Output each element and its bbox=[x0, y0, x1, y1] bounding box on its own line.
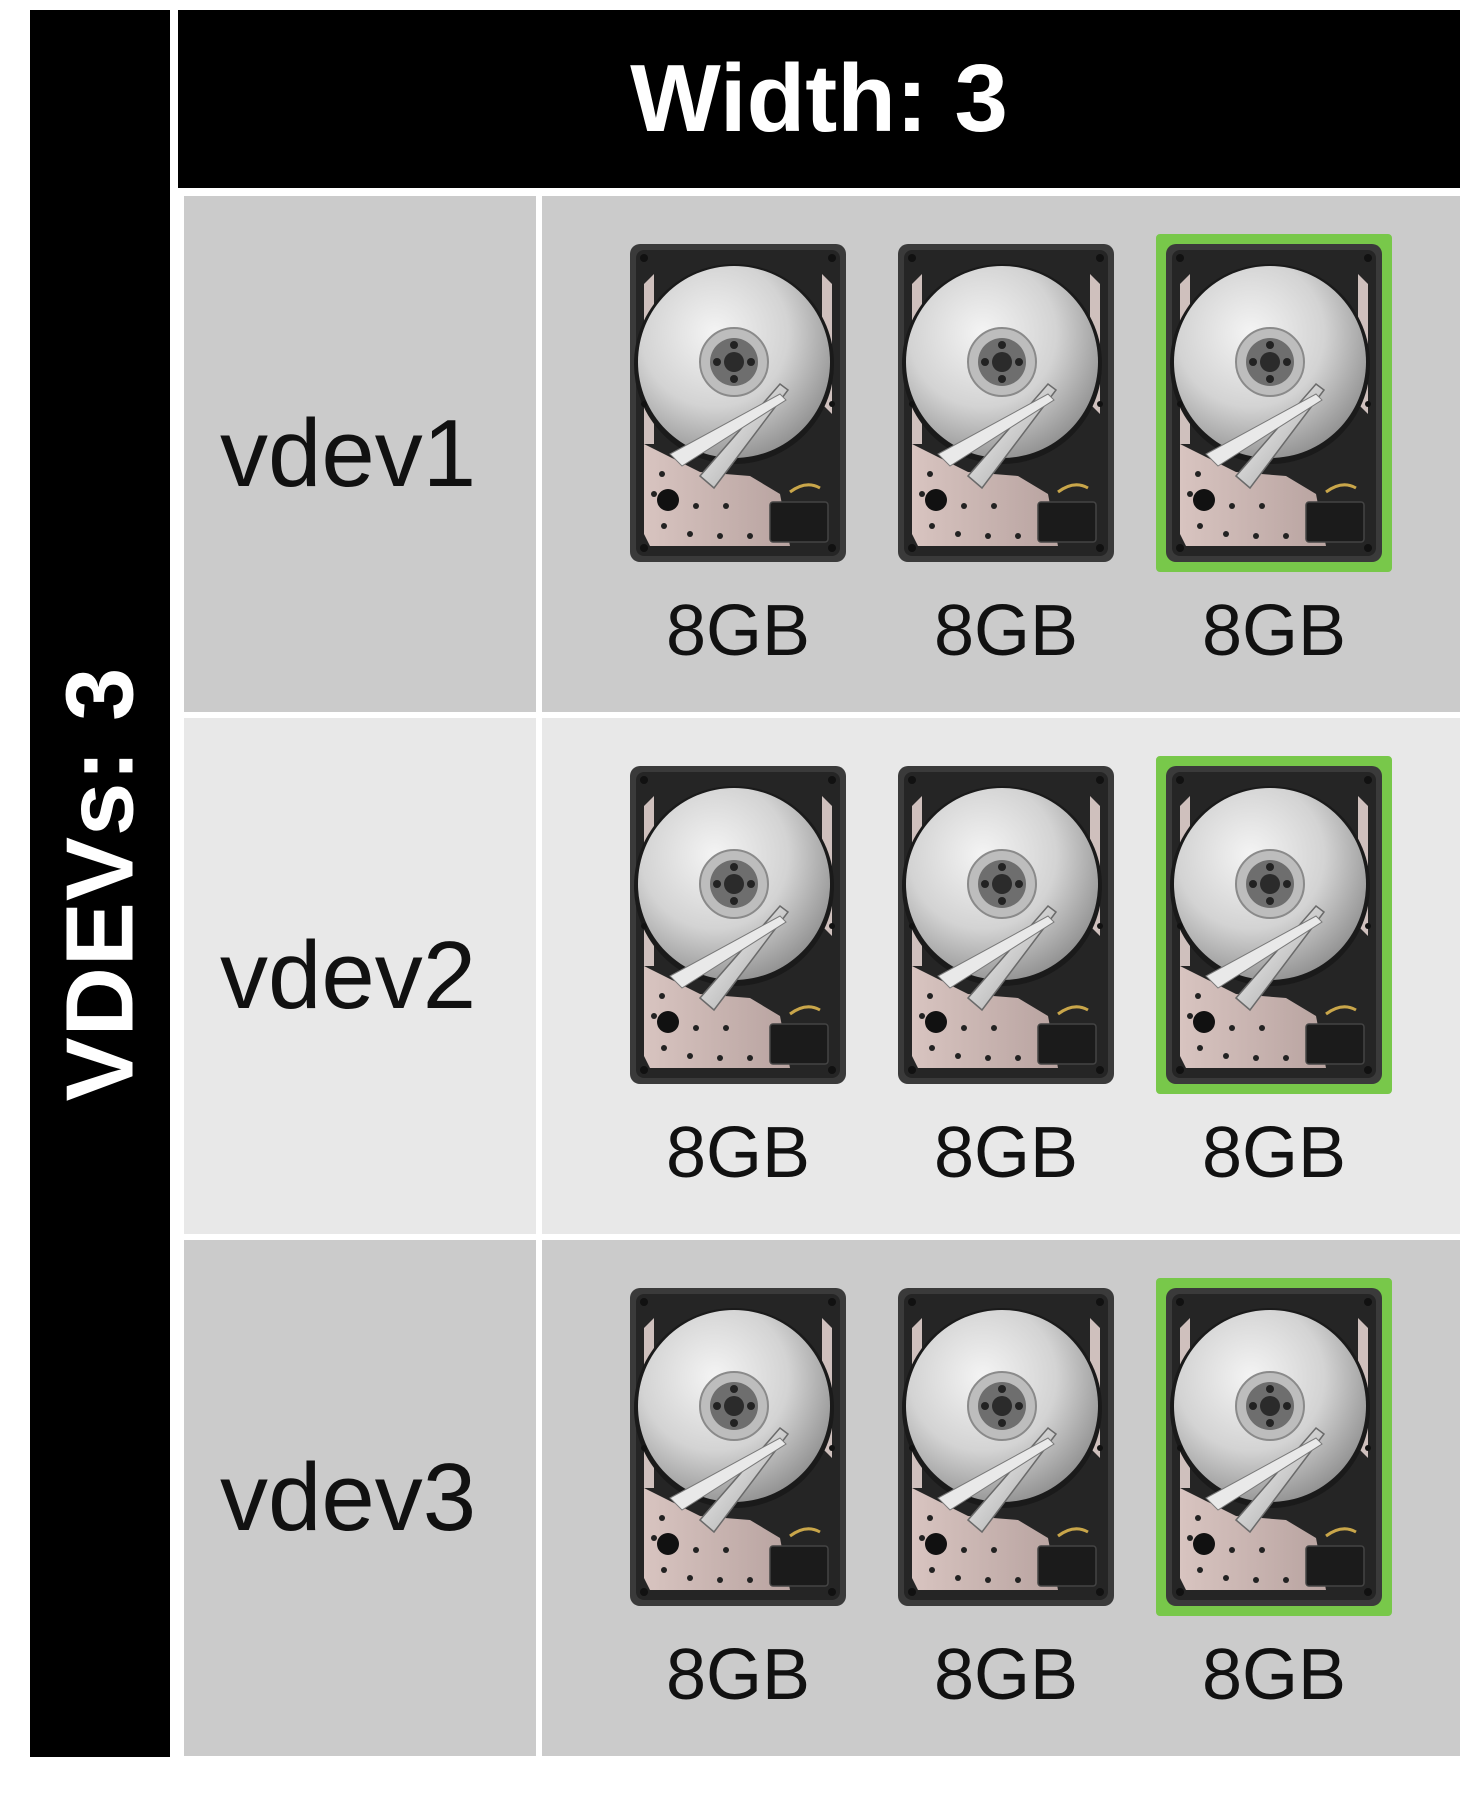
width-label: Width: 3 bbox=[630, 45, 1008, 152]
hard-drive: 8GB bbox=[888, 234, 1124, 674]
hard-drive: 8GB bbox=[620, 234, 856, 674]
hard-drive-icon bbox=[898, 766, 1114, 1084]
vdev-name: vdev2 bbox=[220, 922, 477, 1029]
hard-drive-icon bbox=[898, 244, 1114, 562]
vdev-label-cell: vdev1 bbox=[184, 196, 536, 712]
hard-drive-icon bbox=[1166, 244, 1382, 562]
drive-size: 8GB bbox=[665, 1113, 811, 1193]
disks-cell: 8GB bbox=[542, 1240, 1460, 1756]
vdev-label-cell: vdev3 bbox=[184, 1240, 536, 1756]
vdev-count-bar: VDEVs: 3 bbox=[30, 10, 170, 1757]
hard-drive: 8GB bbox=[620, 756, 856, 1196]
disks-cell: 8GB bbox=[542, 196, 1460, 712]
vdev-row: vdev1 bbox=[178, 196, 1460, 712]
vdev-row: vdev3 bbox=[178, 1240, 1460, 1756]
drive-size: 8GB bbox=[1201, 591, 1347, 671]
vdev-name: vdev1 bbox=[220, 400, 477, 507]
drive-size: 8GB bbox=[933, 1635, 1079, 1715]
hard-drive-icon bbox=[1166, 766, 1382, 1084]
hard-drive-icon bbox=[898, 1288, 1114, 1606]
hard-drive-icon bbox=[1166, 1288, 1382, 1606]
parity-hard-drive: 8GB bbox=[1156, 1278, 1392, 1718]
hard-drive: 8GB bbox=[888, 1278, 1124, 1718]
drive-size: 8GB bbox=[933, 1113, 1079, 1193]
hard-drive-icon bbox=[630, 766, 846, 1084]
drive-size: 8GB bbox=[665, 1635, 811, 1715]
hard-drive-icon bbox=[630, 1288, 846, 1606]
drive-size: 8GB bbox=[1201, 1635, 1347, 1715]
drive-size: 8GB bbox=[1201, 1113, 1347, 1193]
width-bar: Width: 3 bbox=[178, 10, 1460, 188]
hard-drive: 8GB bbox=[888, 756, 1124, 1196]
vdev-grid: vdev1 bbox=[178, 196, 1460, 1764]
hard-drive: 8GB bbox=[620, 1278, 856, 1718]
vdev-count-label: VDEVs: 3 bbox=[46, 666, 153, 1101]
vdev-label-cell: vdev2 bbox=[184, 718, 536, 1234]
parity-hard-drive: 8GB bbox=[1156, 234, 1392, 674]
vdev-row: vdev2 bbox=[178, 718, 1460, 1234]
parity-hard-drive: 8GB bbox=[1156, 756, 1392, 1196]
vdev-name: vdev3 bbox=[220, 1444, 477, 1551]
drive-size: 8GB bbox=[665, 591, 811, 671]
drive-size: 8GB bbox=[933, 591, 1079, 671]
disks-cell: 8GB bbox=[542, 718, 1460, 1234]
hard-drive-icon bbox=[630, 244, 846, 562]
